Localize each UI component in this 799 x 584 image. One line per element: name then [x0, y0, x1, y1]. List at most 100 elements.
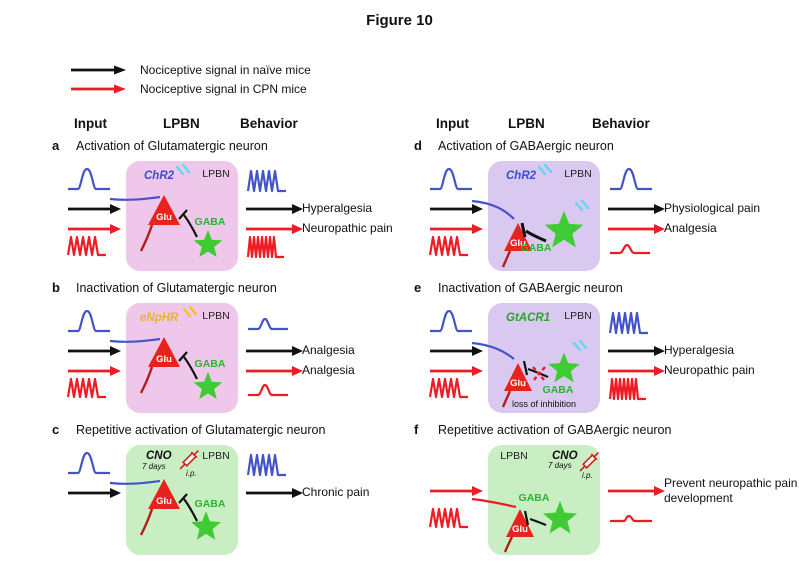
glu-neuron-triangle	[506, 509, 534, 537]
gaba-neuron-star	[190, 511, 222, 540]
legend-cpn-label: Nociceptive signal in CPN mice	[140, 81, 307, 96]
naive-output-arrow	[246, 204, 303, 214]
behavior-label: Analgesia	[302, 363, 355, 377]
light-stim-icon	[574, 199, 590, 212]
panel-c: c Repetitive activation of Glutamatergic…	[44, 422, 436, 564]
glu-label: Glu	[510, 238, 526, 249]
panel-title: Inactivation of Glutamatergic neuron	[76, 281, 277, 295]
behavior-label: Hyperalgesia	[664, 343, 735, 357]
naive-output-trace	[608, 311, 648, 335]
panel-c-diagram: CNO 7 days i.p. LPBN Glu GABA	[68, 445, 303, 555]
glu-neuron-triangle	[148, 195, 180, 225]
naive-input-trace	[68, 309, 110, 333]
behavior-label: Analgesia	[302, 343, 355, 357]
glu-label: Glu	[510, 378, 526, 389]
input-axon	[471, 341, 515, 360]
panel-b: b Inactivation of Glutamatergic neuron e…	[44, 280, 436, 422]
naive-input-arrow	[68, 204, 121, 214]
panel-title: Inactivation of GABAergic neuron	[438, 281, 623, 295]
glu-neuron-triangle	[148, 479, 180, 509]
input-axon	[109, 337, 161, 343]
gaba-label: GABA	[543, 384, 574, 396]
inhibitory-synapse-bar	[522, 360, 529, 376]
legend: Nociceptive signal in naïve mice Nocicep…	[70, 60, 311, 98]
cpn-output-arrow	[246, 366, 303, 376]
gaba-label: GABA	[521, 242, 552, 254]
loss-of-inhibition-note: loss of inhibition	[512, 399, 576, 409]
cpn-output-trace	[610, 243, 650, 255]
naive-signal-arrow-icon	[71, 65, 126, 74]
panel-b-diagram: eNpHR LPBN Glu GABA	[66, 303, 303, 413]
cpn-input-trace	[66, 235, 106, 257]
panel-letter: b	[52, 280, 60, 295]
lpbn-label: LPBN	[202, 450, 229, 462]
panel-title: Repetitive activation of Glutamatergic n…	[76, 423, 326, 437]
behavior-label: Hyperalgesia	[302, 201, 373, 215]
behavior-label: Chronic pain	[302, 485, 370, 499]
naive-output-trace	[246, 453, 286, 477]
legend-naive-row: Nociceptive signal in naïve mice	[70, 60, 311, 79]
opsin-label: ChR2	[144, 170, 175, 182]
gaba-label: GABA	[519, 492, 550, 504]
panel-letter: c	[52, 422, 60, 437]
input-axon	[109, 479, 161, 485]
light-stim-icon	[182, 305, 198, 318]
naive-input-arrow	[430, 204, 483, 214]
drug-label: CNO	[146, 450, 172, 462]
behavior-label: Prevent neuropathic pain development	[664, 476, 798, 505]
cpn-input-trace	[66, 377, 106, 399]
panel-letter: f	[414, 422, 419, 437]
inhibitory-connection	[183, 214, 198, 238]
panel-a-diagram: ChR2 LPBN Glu GABA	[66, 161, 303, 271]
lpbn-label: LPBN	[500, 450, 527, 462]
inhibitory-synapse-bar	[520, 222, 527, 238]
header-behavior-left: Behavior	[240, 116, 298, 131]
panel-e: e Inactivation of GABAergic neuron GtACR…	[406, 280, 798, 422]
panel-title: Repetitive activation of GABAergic neuro…	[438, 423, 672, 437]
naive-output-trace	[246, 169, 286, 193]
cpn-input-arrow	[430, 366, 483, 376]
cpn-input-trace	[428, 235, 468, 257]
naive-input-arrow	[68, 346, 121, 356]
opsin-label: eNpHR	[140, 312, 179, 324]
gaba-neuron-star	[542, 501, 578, 534]
panel-title: Activation of Glutamatergic neuron	[76, 139, 268, 153]
header-lpbn-left: LPBN	[163, 116, 200, 131]
cpn-input-arrow	[68, 224, 121, 234]
duration-label: 7 days	[548, 461, 572, 470]
behavior-label: Neuropathic pain	[664, 363, 755, 377]
glu-axon	[139, 366, 154, 394]
gaba-neuron-star	[548, 352, 580, 383]
lpbn-label: LPBN	[564, 310, 591, 322]
glu-label: Glu	[156, 496, 172, 507]
cpn-input-trace	[428, 377, 468, 399]
glu-label: Glu	[156, 354, 172, 365]
glu-axon	[139, 508, 154, 536]
gaba-label: GABA	[195, 358, 226, 370]
light-stim-icon	[537, 163, 553, 176]
panel-f-diagram: LPBN CNO 7 days i.p. Glu GABA	[428, 445, 665, 555]
drug-label: CNO	[552, 450, 578, 462]
lpbn-label: LPBN	[202, 310, 229, 322]
glu-axon	[139, 224, 154, 252]
panel-letter: a	[52, 138, 60, 153]
panel-d-diagram: ChR2 LPBN Glu GABA	[428, 161, 665, 271]
inhibitory-connection	[525, 229, 547, 243]
gaba-neuron-star	[193, 230, 223, 258]
naive-output-arrow	[608, 346, 665, 356]
cpn-output-arrow	[608, 486, 665, 496]
input-axon	[109, 195, 161, 201]
route-label: i.p.	[582, 471, 593, 480]
glu-neuron-triangle	[504, 363, 532, 391]
opsin-label: ChR2	[506, 170, 537, 182]
inhibitory-synapse-bar	[523, 510, 530, 526]
naive-output-trace	[248, 317, 288, 331]
naive-input-trace	[430, 167, 472, 191]
panel-f: f Repetitive activation of GABAergic neu…	[406, 422, 798, 564]
route-label: i.p.	[186, 469, 197, 478]
input-axon	[471, 497, 517, 509]
naive-input-arrow	[68, 488, 121, 498]
panel-letter: e	[414, 280, 422, 295]
naive-input-arrow	[430, 346, 483, 356]
